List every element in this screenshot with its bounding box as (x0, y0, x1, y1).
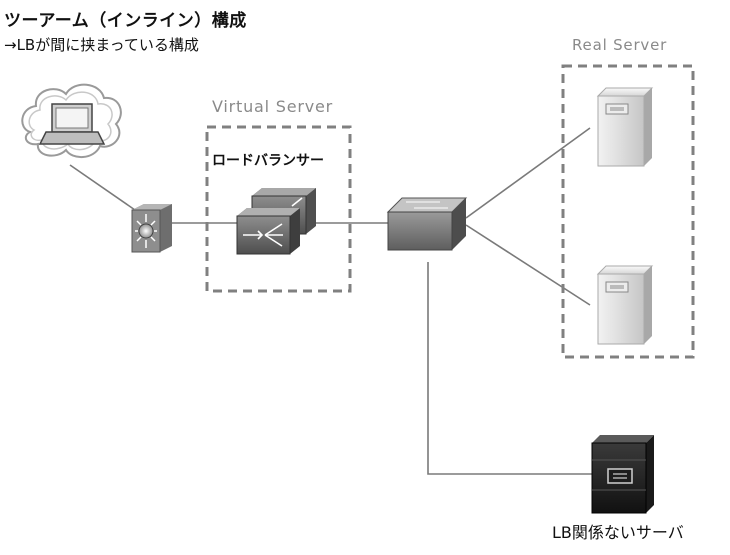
virtual-server-label: Virtual Server (212, 97, 334, 116)
switch-icon (386, 197, 468, 251)
black-server-icon (591, 435, 654, 514)
link-client-router (69, 164, 136, 211)
layer3-switch-icon (131, 204, 172, 253)
real-server-label: Real Server (572, 36, 668, 54)
virtual-server-box (205, 125, 352, 293)
page-subtitle: →LBが間に挟まっている構成 (4, 36, 199, 54)
load-balancer-label: ロードバランサー (212, 153, 324, 169)
real-server-box (561, 64, 695, 359)
server-icon (596, 265, 654, 345)
server-icon (596, 87, 654, 167)
standalone-server-label: LB関係ないサーバ (552, 523, 684, 542)
link-switch-standalone (427, 262, 592, 475)
page-title: ツーアーム（インライン）構成 (4, 11, 247, 31)
link-switch-server2 (465, 224, 591, 306)
laptop-in-cloud-icon (21, 83, 122, 158)
connection-lines (69, 127, 592, 475)
link-switch-server1 (465, 127, 591, 219)
load-balancer-icon (236, 188, 316, 255)
